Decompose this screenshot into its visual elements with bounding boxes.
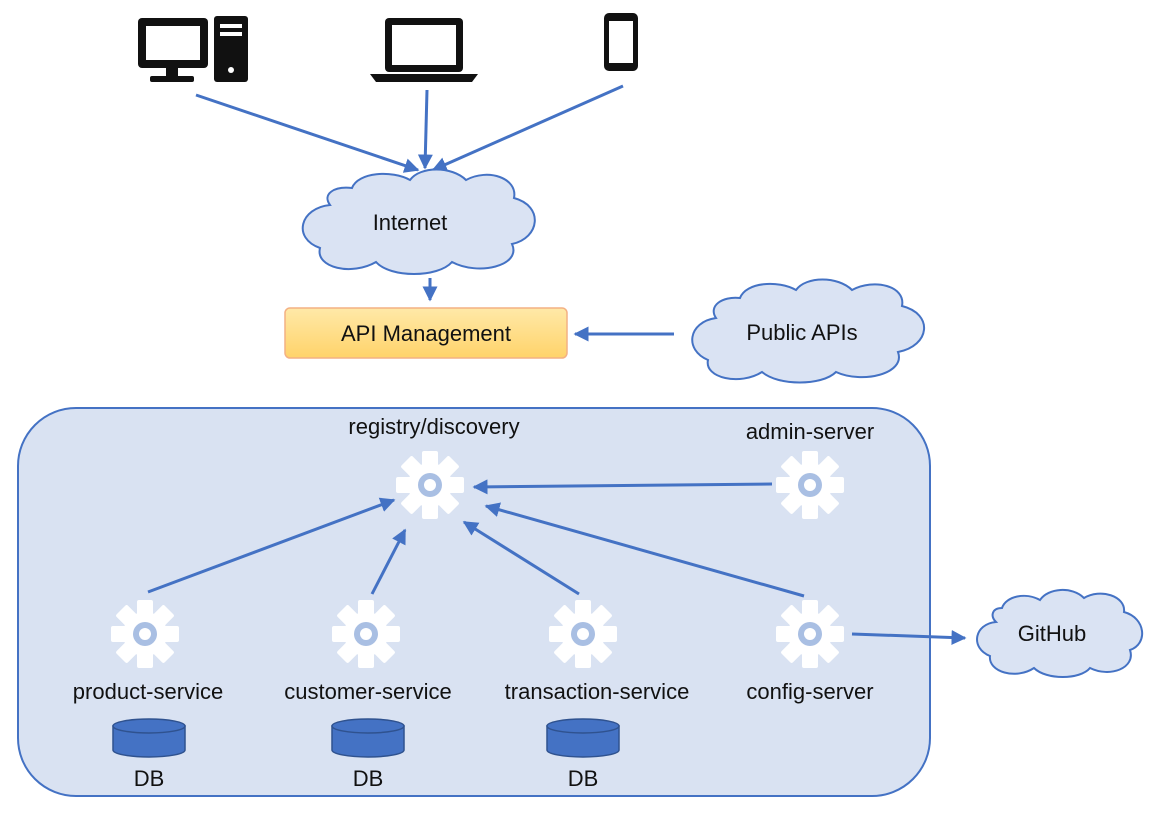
service-cluster [17, 407, 931, 797]
internet-cloud: Internet [301, 168, 536, 275]
mobile-phone-icon [604, 13, 638, 71]
config-server-gear-icon [776, 600, 844, 668]
transaction-service-label: transaction-service [505, 679, 690, 704]
config-server-label: config-server [746, 679, 873, 704]
customer-to-registry-arrow [370, 528, 407, 595]
desktop-to-internet-arrow [195, 93, 420, 173]
public-apis-label: Public APIs [746, 320, 857, 345]
product-service-gear-icon [111, 600, 179, 668]
config-to-github-arrow [851, 630, 967, 646]
github-cloud: GitHub [976, 589, 1144, 678]
admin-server-label: admin-server [746, 419, 874, 444]
transaction-to-registry-arrow [462, 520, 580, 596]
transaction-db-label: DB [568, 766, 599, 791]
admin-to-registry-arrow [472, 479, 773, 495]
internet-label: Internet [373, 210, 448, 235]
transaction-db-icon [546, 718, 620, 758]
registry-gear-icon [396, 451, 464, 519]
laptop-to-internet-arrow [417, 89, 433, 170]
transaction-service-gear-icon [549, 600, 617, 668]
api-management-label: API Management [341, 321, 511, 346]
product-db-label: DB [134, 766, 165, 791]
customer-db-label: DB [353, 766, 384, 791]
phone-to-internet-arrow [431, 84, 624, 172]
client-connections [195, 84, 624, 173]
admin-server-gear-icon [776, 451, 844, 519]
laptop-icon [370, 18, 478, 82]
api-management-box: API Management [284, 307, 568, 359]
registry-label: registry/discovery [348, 414, 519, 439]
product-to-registry-arrow [147, 497, 396, 594]
customer-service-label: customer-service [284, 679, 451, 704]
desktop-computer-icon [138, 16, 248, 82]
customer-db-icon [331, 718, 405, 758]
product-db-icon [112, 718, 186, 758]
public-apis-cloud: Public APIs [691, 278, 925, 384]
config-to-registry-arrow [484, 502, 805, 598]
registration-connections [147, 479, 805, 598]
customer-service-gear-icon [332, 600, 400, 668]
product-service-label: product-service [73, 679, 223, 704]
github-label: GitHub [1018, 621, 1086, 646]
